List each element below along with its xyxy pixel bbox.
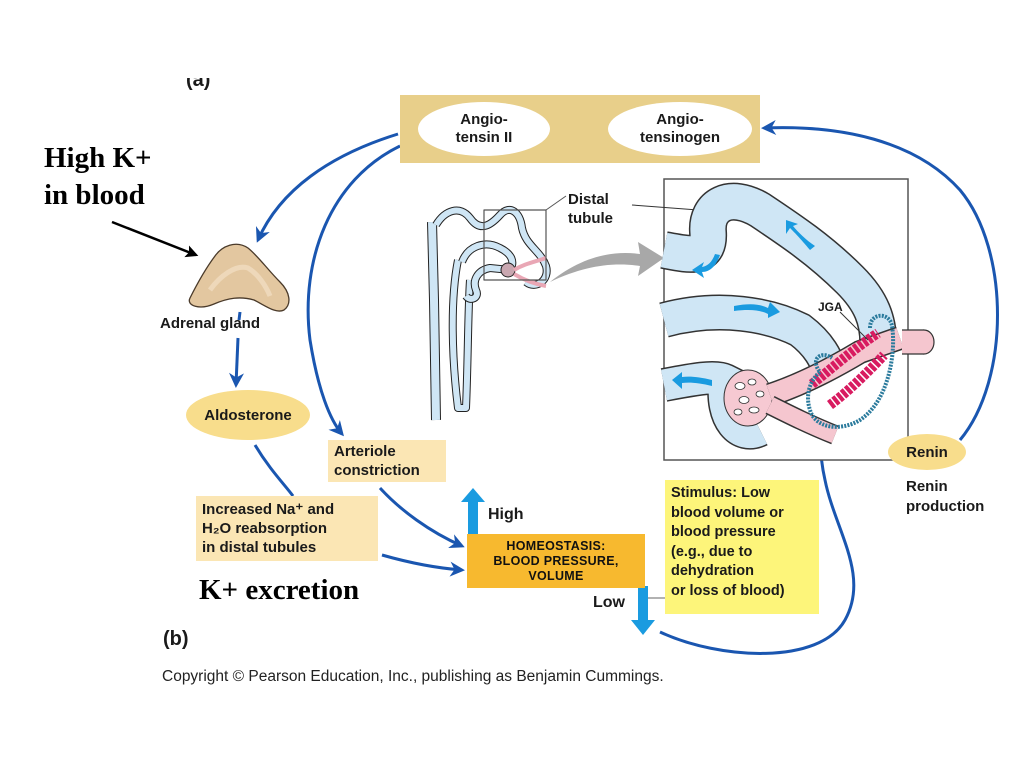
stimulus-box: Stimulus: Low blood volume or blood pres… (665, 480, 819, 614)
arteriole-constriction-box: Arteriole constriction (328, 440, 446, 482)
magnify-arrow (550, 242, 664, 282)
angiotensin-ii-node: Angio- tensin II (418, 102, 550, 156)
homeostasis-line2: BLOOD PRESSURE, (493, 553, 619, 568)
low-label: Low (593, 594, 625, 611)
k-excretion-annotation: K+ excretion (199, 574, 360, 606)
flow-arrows (672, 220, 815, 389)
high-k-line2: in blood (44, 179, 145, 211)
stimulus-line3: blood pressure (671, 524, 776, 540)
homeostasis-line1: HOMEOSTASIS: (506, 538, 606, 553)
arrow-reabsorption-to-homeostasis (381, 553, 465, 577)
high-k-arrow (111, 220, 199, 258)
nephron-illustration (427, 195, 567, 421)
arrow-aldosterone-to-reabsorption (253, 444, 295, 497)
adrenal-gland-shape (188, 243, 290, 312)
arrow-arteriole-to-homeostasis (378, 486, 465, 549)
renin-label: Renin (906, 443, 948, 461)
renin-production-line2: production (906, 498, 985, 515)
aldosterone-label: Aldosterone (204, 406, 292, 424)
renin-production-line1: Renin (906, 478, 948, 495)
jga-label: JGA (818, 300, 843, 314)
stimulus-line1: Low (737, 485, 771, 501)
jga-cells (808, 328, 881, 388)
stimulus-line6: or loss of blood) (671, 582, 785, 599)
macula-densa (806, 313, 896, 429)
arrow-angiotensin-to-arteriole (306, 144, 401, 437)
stimulus-line5: dehydration (671, 563, 754, 579)
distal-line1: Distal (568, 191, 609, 208)
homeostasis-box: HOMEOSTASIS: BLOOD PRESSURE, VOLUME (467, 534, 645, 588)
angiotensinogen-node: Angio- tensinogen (608, 102, 752, 156)
copyright-notice: Copyright © Pearson Education, Inc., pub… (162, 668, 664, 685)
jga-pointer (839, 311, 869, 341)
high-arrow (461, 488, 485, 536)
reabsorption-line1: Increased Na⁺ and (202, 501, 335, 518)
reabsorption-line3: in distal tubules (202, 539, 317, 556)
stimulus-line4: (e.g., due to (671, 543, 753, 560)
angiotensin-box: Angio- tensin II Angio- tensinogen (400, 95, 760, 163)
high-k-annotation: High K+ in blood (44, 140, 152, 214)
arrow-renin-to-angiotensinogen (761, 120, 999, 441)
panel-label-b: (b) (163, 628, 189, 650)
stimulus-line2: blood volume or (671, 504, 784, 521)
distal-tubule-label: Distal tubule (568, 190, 613, 228)
reabsorption-line2: H₂O reabsorption (202, 520, 328, 537)
reabsorption-box: Increased Na⁺ and H₂O reabsorption in di… (196, 496, 378, 561)
high-k-line1: High K+ (44, 142, 152, 174)
low-arrow (631, 586, 655, 635)
aldosterone-node: Aldosterone (186, 390, 310, 440)
arrow-angiotensin-to-adrenal (255, 132, 399, 243)
arrow-adrenal-to-aldosterone (229, 337, 245, 388)
high-label: High (488, 506, 524, 523)
distal-line2: tubule (568, 210, 613, 227)
arteriole-line2: constriction (334, 462, 420, 479)
panel-label-a: (a) (186, 78, 211, 91)
angiotensin-ii-label: Angio- tensin II (455, 111, 513, 146)
renin-production-label: Renin production (906, 477, 984, 517)
renin-node: Renin (888, 434, 966, 470)
adrenal-gland-label: Adrenal gland (160, 315, 261, 332)
stimulus-title: Stimulus: (671, 485, 738, 501)
adrenal-dash (237, 311, 242, 321)
angiotensinogen-label: Angio- tensinogen (639, 111, 720, 146)
homeostasis-line3: VOLUME (528, 568, 584, 583)
arteriole-line1: Arteriole (334, 443, 396, 460)
